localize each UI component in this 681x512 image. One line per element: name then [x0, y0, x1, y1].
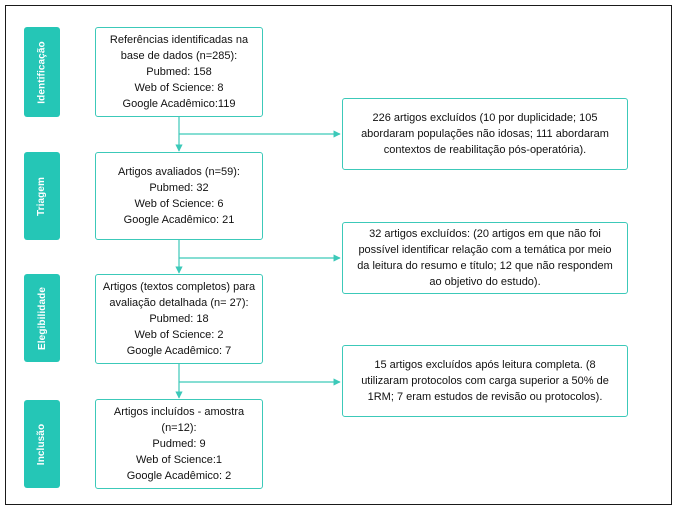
box-line: Pubmed: 18 — [149, 313, 209, 325]
box-excluded-3: 15 artigos excluídos após leitura comple… — [342, 345, 628, 417]
box-line: Google Acadêmico:119 — [122, 98, 236, 110]
box-line: Artigos incluídos - amostra — [113, 406, 245, 418]
box-line: ao objetivo do estudo). — [429, 276, 541, 288]
box-screened: Artigos avaliados (n=59): Pubmed: 32 Web… — [95, 152, 263, 240]
stage-inclusao: Inclusão — [24, 400, 60, 488]
box-line: 226 artigos excluídos (10 por duplicidad… — [372, 112, 598, 124]
box-line: utilizaram protocolos com carga superior… — [361, 375, 609, 387]
box-eligible: Artigos (textos completos) para avaliaçã… — [95, 274, 263, 364]
diagram-frame — [5, 5, 672, 505]
box-line: da leitura do resumo e título; 12 que nã… — [357, 260, 613, 272]
box-excluded-1: 226 artigos excluídos (10 por duplicidad… — [342, 98, 628, 170]
box-identified: Referências identificadas na base de dad… — [95, 27, 263, 117]
box-line: Google Acadêmico: 21 — [123, 214, 235, 226]
box-line: Google Acadêmico: 2 — [126, 470, 232, 482]
box-line: abordaram populações não idosas; 111 abo… — [361, 128, 609, 140]
box-line: 15 artigos excluídos após leitura comple… — [374, 359, 596, 371]
box-line: contextos de reabilitação pós-operatória… — [383, 144, 587, 156]
box-line: 32 artigos excluídos: (20 artigos em que… — [369, 228, 601, 240]
box-line: Web of Science:1 — [135, 454, 222, 466]
box-line: Referências identificadas na — [109, 34, 249, 46]
box-line: Web of Science: 2 — [134, 329, 224, 341]
box-line: Pudmed: 9 — [152, 438, 206, 450]
box-line: Web of Science: 8 — [134, 82, 224, 94]
stage-label-inclusao: Inclusão — [36, 423, 48, 465]
box-line: Pubmed: 32 — [149, 182, 209, 194]
box-line: avaliação detalhada (n= 27): — [109, 297, 249, 309]
box-line: Artigos (textos completos) para — [102, 281, 256, 293]
box-line: Pubmed: 158 — [146, 66, 212, 78]
stage-identificacao: Identificação — [24, 27, 60, 117]
box-line: Web of Science: 6 — [134, 198, 224, 210]
box-line: Google Acadêmico: 7 — [126, 345, 232, 357]
box-excluded-2: 32 artigos excluídos: (20 artigos em que… — [342, 222, 628, 294]
box-included: Artigos incluídos - amostra (n=12): Pudm… — [95, 399, 263, 489]
stage-label-triagem: Triagem — [36, 176, 48, 216]
box-line: (n=12): — [161, 422, 197, 434]
stage-triagem: Triagem — [24, 152, 60, 240]
box-line: 1RM; 7 eram estudos de revisão ou protoc… — [367, 391, 603, 403]
stage-label-elegibilidade: Elegibilidade — [36, 286, 48, 350]
box-line: possível identificar relação com a temát… — [358, 244, 612, 256]
stage-label-identificacao: Identificação — [36, 40, 48, 104]
box-line: Artigos avaliados (n=59): — [118, 166, 240, 178]
box-line: base de dados (n=285): — [120, 50, 238, 62]
stage-elegibilidade: Elegibilidade — [24, 274, 60, 362]
